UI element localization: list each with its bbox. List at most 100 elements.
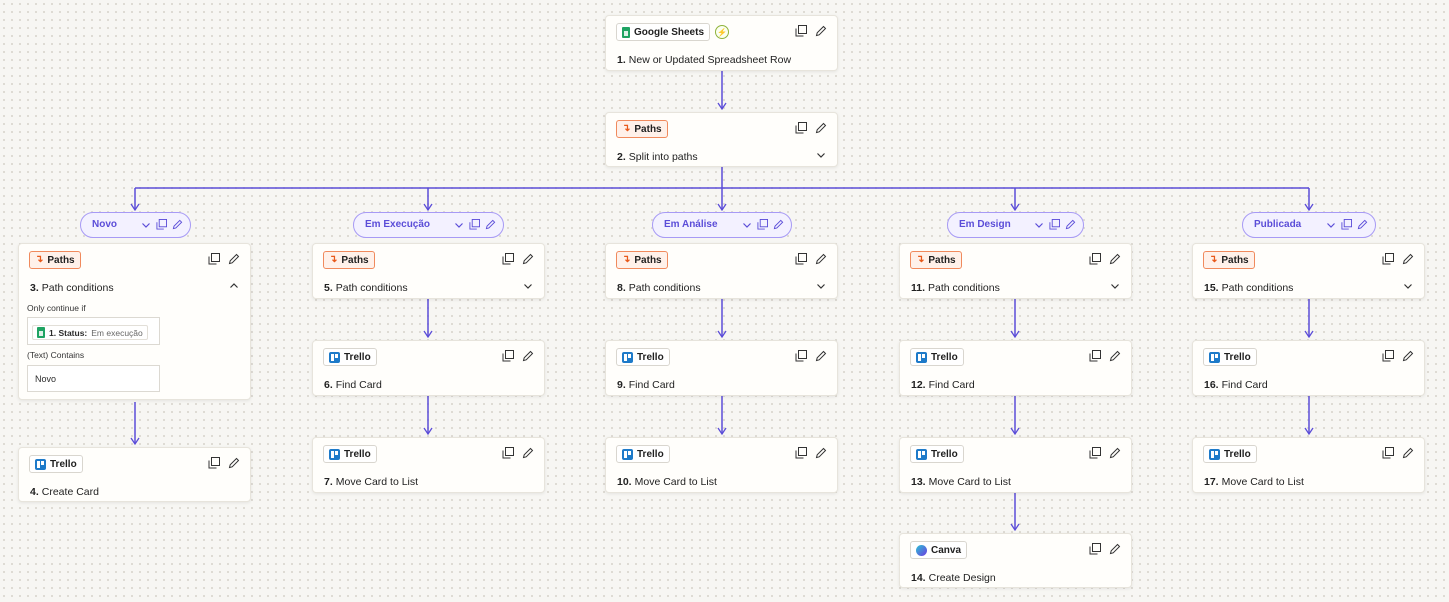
step-card-path-conditions[interactable]: ↴Paths 5.Path conditions <box>312 243 545 299</box>
copy-icon[interactable] <box>795 253 807 265</box>
copy-icon[interactable] <box>795 350 807 362</box>
edit-icon[interactable] <box>815 253 827 265</box>
field-label: 1. Status: <box>49 327 88 338</box>
copy-icon[interactable] <box>795 122 807 134</box>
copy-icon[interactable] <box>1049 219 1060 230</box>
app-chip: Trello <box>616 445 670 463</box>
edit-icon[interactable] <box>522 253 534 265</box>
app-chip: Trello <box>1203 445 1257 463</box>
step-card[interactable]: Trello 17.Move Card to List <box>1192 437 1425 493</box>
chevron-down-icon[interactable] <box>742 219 752 231</box>
copy-icon[interactable] <box>208 457 220 469</box>
copy-icon[interactable] <box>208 253 220 265</box>
copy-icon[interactable] <box>502 447 514 459</box>
copy-icon[interactable] <box>1382 350 1394 362</box>
step-card[interactable]: Trello 10.Move Card to List <box>605 437 838 493</box>
chevron-down-icon[interactable] <box>523 281 533 291</box>
path-label-pill[interactable]: Publicada <box>1242 212 1376 238</box>
only-continue-label: Only continue if <box>27 303 86 313</box>
edit-icon[interactable] <box>815 350 827 362</box>
app-chip: Google Sheets <box>616 23 711 41</box>
step-card[interactable]: Trello 6.Find Card <box>312 340 545 396</box>
edit-icon[interactable] <box>1109 447 1121 459</box>
edit-icon[interactable] <box>1402 350 1414 362</box>
step-card[interactable]: Trello 13.Move Card to List <box>899 437 1132 493</box>
copy-icon[interactable] <box>502 350 514 362</box>
edit-icon[interactable] <box>1065 219 1076 230</box>
chevron-down-icon[interactable] <box>1326 219 1336 231</box>
chevron-down-icon[interactable] <box>816 281 826 291</box>
copy-icon[interactable] <box>1089 253 1101 265</box>
edit-icon[interactable] <box>228 457 240 469</box>
trello-icon <box>1209 351 1220 363</box>
canva-icon <box>916 544 927 556</box>
copy-icon[interactable] <box>757 219 768 230</box>
path-label-pill[interactable]: Em Análise <box>652 212 792 238</box>
chevron-down-icon[interactable] <box>141 219 151 231</box>
edit-icon[interactable] <box>1402 253 1414 265</box>
step-card-trigger[interactable]: Google Sheets ⚡ 1.New or Updated Spreads… <box>605 15 838 71</box>
edit-icon[interactable] <box>1109 543 1121 555</box>
step-title: 14.Create Design <box>911 572 996 584</box>
edit-icon[interactable] <box>1109 253 1121 265</box>
path-label-pill[interactable]: Em Design <box>947 212 1084 238</box>
copy-icon[interactable] <box>1089 447 1101 459</box>
copy-icon[interactable] <box>502 253 514 265</box>
edit-icon[interactable] <box>522 447 534 459</box>
edit-icon[interactable] <box>172 219 183 230</box>
step-card[interactable]: Trello 7.Move Card to List <box>312 437 545 493</box>
copy-icon[interactable] <box>1382 253 1394 265</box>
step-card[interactable]: Trello 9.Find Card <box>605 340 838 396</box>
step-card[interactable]: Trello 12.Find Card <box>899 340 1132 396</box>
trello-icon <box>1209 448 1220 460</box>
chevron-down-icon[interactable] <box>454 219 464 231</box>
chevron-down-icon[interactable] <box>816 150 826 160</box>
path-label-pill[interactable]: Em Execução <box>353 212 504 238</box>
step-card[interactable]: Canva 14.Create Design <box>899 533 1132 588</box>
edit-icon[interactable] <box>522 350 534 362</box>
copy-icon[interactable] <box>795 447 807 459</box>
copy-icon[interactable] <box>1089 350 1101 362</box>
step-title: 6.Find Card <box>324 379 382 391</box>
path-name: Novo <box>92 219 117 230</box>
step-title: 11.Path conditions <box>911 282 1000 294</box>
copy-icon[interactable] <box>1089 543 1101 555</box>
chevron-down-icon[interactable] <box>1110 281 1120 291</box>
edit-icon[interactable] <box>815 447 827 459</box>
copy-icon[interactable] <box>156 219 167 230</box>
step-card[interactable]: Trello 16.Find Card <box>1192 340 1425 396</box>
step-title: 9.Find Card <box>617 379 675 391</box>
edit-icon[interactable] <box>815 25 827 37</box>
step-card-path-conditions[interactable]: ↴Paths 8.Path conditions <box>605 243 838 299</box>
paths-icon: ↴ <box>622 254 631 265</box>
chevron-down-icon[interactable] <box>1403 281 1413 291</box>
edit-icon[interactable] <box>1357 219 1368 230</box>
app-name: Trello <box>931 351 958 363</box>
step-card-path-conditions[interactable]: ↴Paths 11.Path conditions <box>899 243 1132 299</box>
edit-icon[interactable] <box>1402 447 1414 459</box>
edit-icon[interactable] <box>773 219 784 230</box>
edit-icon[interactable] <box>485 219 496 230</box>
copy-icon[interactable] <box>795 25 807 37</box>
paths-icon: ↴ <box>1209 254 1218 265</box>
copy-icon[interactable] <box>1341 219 1352 230</box>
chevron-down-icon[interactable] <box>1034 219 1044 231</box>
condition-field[interactable]: 1. Status: Em execução <box>27 317 160 345</box>
path-label-pill[interactable]: Novo <box>80 212 191 238</box>
trello-icon <box>916 351 927 363</box>
chevron-up-icon[interactable] <box>229 281 239 291</box>
step-title: 4.Create Card <box>30 486 99 498</box>
step-title: 2.Split into paths <box>617 151 698 163</box>
edit-icon[interactable] <box>815 122 827 134</box>
copy-icon[interactable] <box>1382 447 1394 459</box>
path-name: Em Execução <box>365 219 431 230</box>
step-card[interactable]: Trello 4.Create Card <box>18 447 251 502</box>
step-card-path-conditions[interactable]: ↴Paths 15.Path conditions <box>1192 243 1425 299</box>
paths-icon: ↴ <box>329 254 338 265</box>
condition-value-field[interactable]: Novo <box>27 365 160 392</box>
copy-icon[interactable] <box>469 219 480 230</box>
edit-icon[interactable] <box>228 253 240 265</box>
step-card-paths[interactable]: ↴ Paths 2.Split into paths <box>605 112 838 167</box>
edit-icon[interactable] <box>1109 350 1121 362</box>
step-card-path-conditions[interactable]: ↴ Paths 3.Path conditions Only continue … <box>18 243 251 400</box>
